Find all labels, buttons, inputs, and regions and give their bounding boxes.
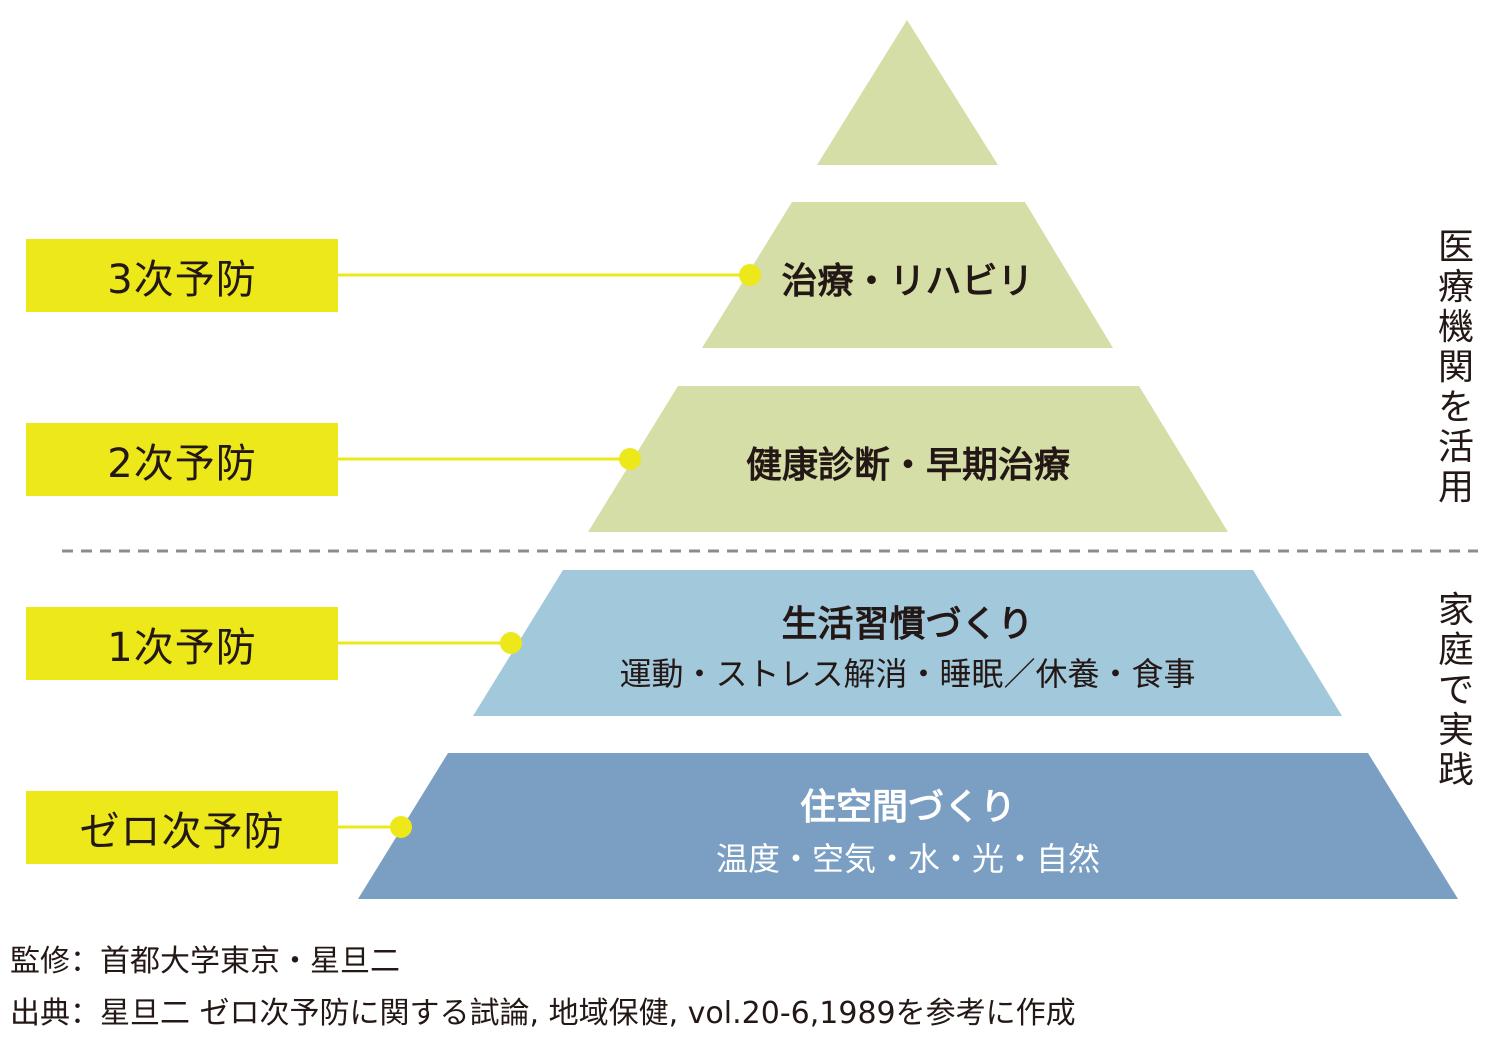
- tier-zero-title: 住空間づくり: [799, 787, 1016, 828]
- pyramid-apex: [817, 20, 998, 165]
- side-char: 家: [1437, 590, 1474, 631]
- connector-dot-zero: [390, 816, 412, 838]
- label-zero-prevention: ゼロ次予防: [26, 791, 338, 864]
- tier-primary: [473, 570, 1342, 716]
- citation-note: 出典：星旦二 ゼロ次予防に関する試論, 地域保健, vol.20-6,1989を…: [10, 996, 1076, 1031]
- side-char: 医: [1437, 227, 1474, 268]
- label-tertiary-prevention: 3次予防: [26, 239, 338, 312]
- label-secondary-prevention: 2次予防: [26, 423, 338, 496]
- side-char: 践: [1437, 750, 1474, 791]
- side-char: 活: [1437, 427, 1474, 468]
- connector-dot-secondary: [619, 448, 641, 470]
- side-char: を: [1437, 387, 1474, 428]
- side-label-medical: 医 療 機 関 を 活 用: [1434, 230, 1478, 510]
- tier-secondary: [588, 386, 1228, 532]
- side-label-home: 家 庭 で 実 践: [1434, 593, 1478, 793]
- connector-dot-primary: [500, 632, 522, 654]
- tier-primary-subtitle: 運動・ストレス解消・睡眠／休養・食事: [619, 655, 1196, 693]
- side-char: 実: [1437, 710, 1474, 751]
- tier-zero-subtitle: 温度・空気・水・光・自然: [715, 840, 1100, 878]
- side-char: 庭: [1437, 630, 1474, 671]
- tier-tertiary: [702, 202, 1113, 348]
- side-char: 用: [1437, 467, 1474, 508]
- tier-tertiary-title: 治療・リハビリ: [781, 261, 1034, 302]
- side-char: で: [1437, 670, 1474, 711]
- side-char: 機: [1437, 307, 1474, 348]
- tier-zero: [358, 753, 1458, 899]
- tier-primary-title: 生活習慣づくり: [781, 604, 1034, 645]
- side-char: 療: [1437, 267, 1474, 308]
- supervision-note: 監修：首都大学東京・星旦二: [10, 944, 400, 979]
- side-char: 関: [1437, 347, 1474, 388]
- connector-dot-tertiary: [739, 264, 761, 286]
- label-primary-prevention: 1次予防: [26, 607, 338, 680]
- tier-secondary-title: 健康診断・早期治療: [745, 445, 1070, 486]
